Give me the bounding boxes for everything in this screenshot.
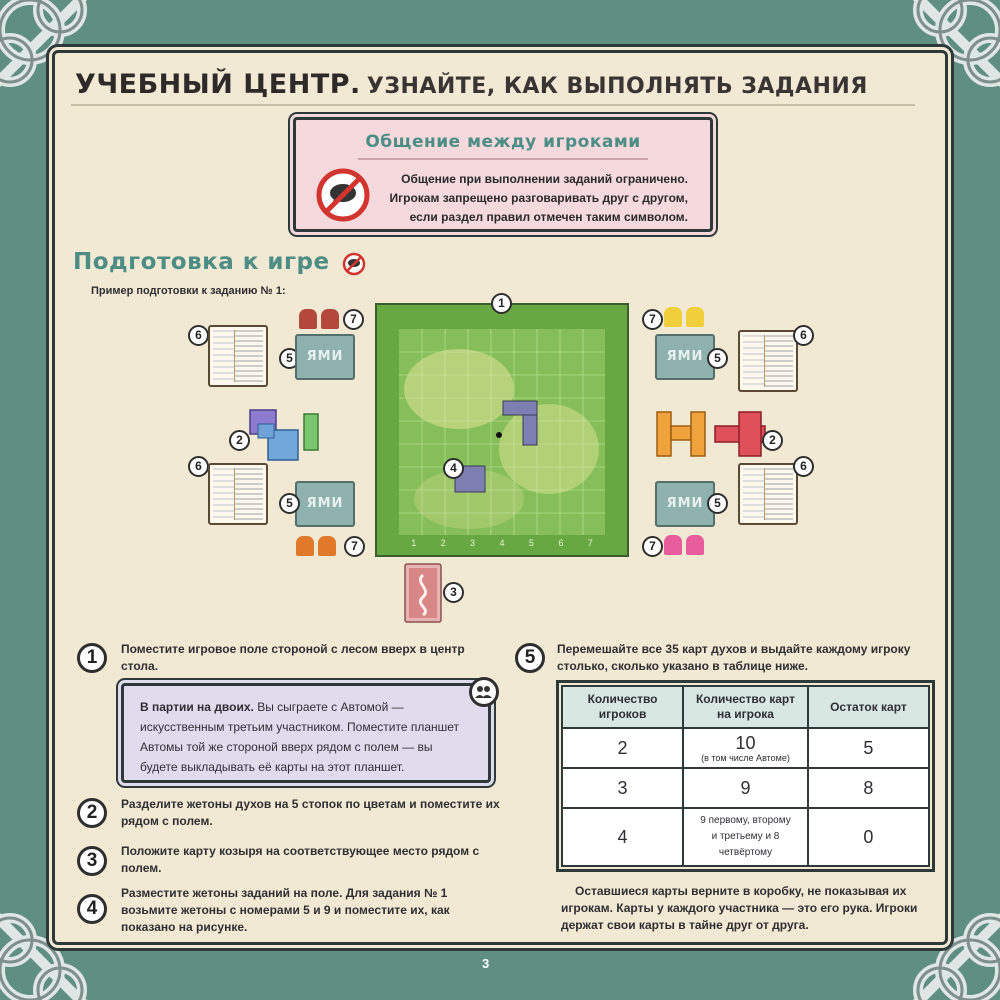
card-distribution-table: Количество игроков Количество карт на иг… — [556, 680, 935, 872]
track-number: 1 — [411, 538, 417, 548]
communication-title: Общение между игроками — [365, 132, 641, 152]
spirit-card: ЯМИ — [655, 481, 715, 527]
step-text: Разместите жетоны заданий на поле. Для з… — [121, 886, 450, 934]
callout-marker: 7 — [344, 536, 365, 557]
step-number: 2 — [77, 798, 107, 828]
step-number: 3 — [77, 846, 107, 876]
track-number: 3 — [470, 538, 476, 548]
track-number: 6 — [558, 538, 564, 548]
step-text: Положите карту козыря на соответствующее… — [121, 844, 480, 875]
player-meeple — [299, 309, 317, 329]
callout-marker: 7 — [343, 309, 364, 330]
table-cell: 10 (в том числе Автоме) — [682, 727, 809, 769]
step-text: Перемешайте все 35 карт духов и выдайте … — [557, 642, 911, 673]
no-talking-icon — [342, 252, 366, 276]
two-player-bold: В партии на двоих. — [140, 700, 254, 714]
reference-card — [738, 330, 798, 392]
table-header: Количество игроков — [560, 685, 685, 729]
two-player-note: В партии на двоих. Вы сыграете с Автомой… — [121, 683, 491, 783]
setup-heading: Подготовка к игре — [73, 249, 330, 275]
step-number: 1 — [77, 643, 107, 673]
communication-divider — [358, 158, 648, 160]
communication-text: Общение при выполнении заданий ограничен… — [389, 172, 688, 224]
game-board: 1 2 3 4 5 6 7 — [375, 303, 629, 557]
table-cell: 9 — [682, 767, 809, 809]
player-meeple — [321, 309, 339, 329]
spirit-card: ЯМИ — [295, 481, 355, 527]
cards-value: 10 — [735, 733, 756, 753]
reference-card — [738, 463, 798, 525]
callout-marker: 4 — [443, 458, 464, 479]
callout-marker: 7 — [642, 309, 663, 330]
track-number: 4 — [499, 538, 505, 548]
spirit-tokens — [249, 409, 319, 461]
step-text: Разделите жетоны духов на 5 стопок по цв… — [121, 797, 500, 828]
callout-marker: 5 — [707, 348, 728, 369]
knot-ornament-icon — [912, 0, 1000, 88]
table-cell: 3 — [560, 767, 685, 809]
player-meeple — [686, 535, 704, 555]
callout-marker: 6 — [188, 456, 209, 477]
track-number: 2 — [440, 538, 446, 548]
title-sub: Узнайте, как выполнять задания — [366, 74, 868, 99]
title-divider — [71, 104, 915, 106]
table-row: 2 10 (в том числе Автоме) 5 — [560, 727, 931, 769]
step-number: 4 — [77, 894, 107, 924]
table-cell: 5 — [806, 727, 931, 769]
spirit-card: ЯМИ — [655, 334, 715, 380]
knot-ornament-icon — [0, 0, 88, 88]
two-players-icon — [469, 677, 499, 707]
remaining-cards-note: Оставшиеся карты верните в коробку, не п… — [561, 884, 918, 932]
knot-ornament-icon — [912, 912, 1000, 1000]
track-number: 5 — [528, 538, 534, 548]
callout-marker: 3 — [443, 582, 464, 603]
callout-marker: 7 — [642, 536, 663, 557]
player-meeple — [318, 536, 336, 556]
example-label: Пример подготовки к заданию № 1: — [91, 285, 286, 297]
reference-card — [208, 325, 268, 387]
callout-marker: 6 — [793, 456, 814, 477]
table-cell: 4 — [560, 807, 685, 867]
callout-marker: 1 — [491, 293, 512, 314]
rulebook-page: Учебный центр. Узнайте, как выполнять за… — [52, 50, 948, 945]
callout-marker: 6 — [188, 325, 209, 346]
callout-marker: 5 — [279, 493, 300, 514]
callout-marker: 6 — [793, 325, 814, 346]
table-row: 3 9 8 — [560, 767, 931, 809]
player-meeple — [664, 307, 682, 327]
player-meeple — [686, 307, 704, 327]
table-cell: 2 — [560, 727, 685, 769]
table-header-row: Количество игроков Количество карт на иг… — [560, 685, 931, 729]
callout-marker: 2 — [229, 430, 250, 451]
page-title: Учебный центр. Узнайте, как выполнять за… — [75, 69, 868, 100]
spirit-tokens — [656, 411, 766, 457]
two-player-text: В партии на двоих. Вы сыграете с Автомой… — [140, 697, 472, 777]
reference-card — [208, 463, 268, 525]
no-talking-icon — [316, 168, 370, 222]
page-number: 3 — [482, 956, 490, 971]
communication-rule-box: Общение между игроками Общение при выпол… — [293, 117, 713, 232]
track-number: 7 — [587, 538, 593, 548]
step-number: 5 — [515, 643, 545, 673]
player-meeple — [296, 536, 314, 556]
spirit-card: ЯМИ — [295, 334, 355, 380]
callout-marker: 2 — [762, 430, 783, 451]
knot-ornament-icon — [0, 912, 88, 1000]
board-grid — [399, 329, 605, 535]
table-row: 4 9 первому, второму и третьему и 8 четв… — [560, 807, 931, 867]
trump-card — [404, 563, 442, 623]
score-track: 1 2 3 4 5 6 7 — [399, 533, 605, 553]
two-player-body: Вы сыграете с Автомой — искусственным тр… — [140, 700, 460, 774]
table-header: Количество карт на игрока — [682, 685, 809, 729]
title-main: Учебный центр. — [75, 69, 361, 100]
player-meeple — [664, 535, 682, 555]
table-cell: 9 первому, второму и третьему и 8 четвёр… — [682, 807, 809, 867]
table-cell: 0 — [806, 807, 931, 867]
table-header: Остаток карт — [806, 685, 931, 729]
callout-marker: 5 — [707, 493, 728, 514]
table-cell: 8 — [806, 767, 931, 809]
cards-note: (в том числе Автоме) — [701, 753, 790, 763]
step-text: Поместите игровое поле стороной с лесом … — [121, 642, 465, 673]
